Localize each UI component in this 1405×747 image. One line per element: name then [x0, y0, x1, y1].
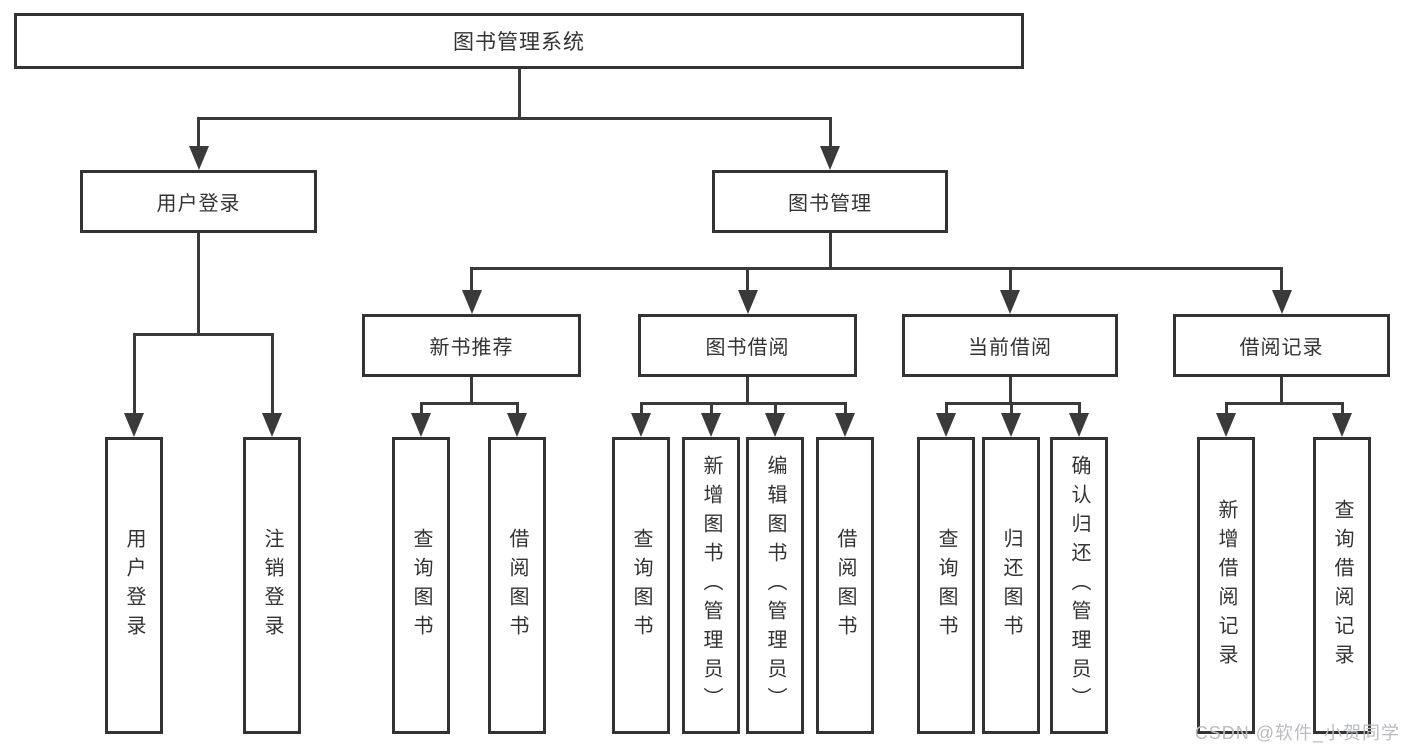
arrow-down-icon — [820, 146, 840, 170]
leaf-query-books-current: 查询图书 — [917, 437, 975, 734]
connector-stem-leaf — [773, 402, 777, 415]
connector-book-mgmt-bar — [470, 267, 1283, 270]
arrow-down-icon — [262, 413, 282, 437]
node-book-borrowing: 图书借阅 — [638, 314, 857, 377]
arrow-down-icon — [765, 413, 785, 437]
arrow-down-icon — [835, 413, 855, 437]
node-book-management: 图书管理 — [712, 170, 948, 233]
leaf-query-books-recommend: 查询图书 — [392, 437, 450, 734]
arrow-down-icon — [1069, 413, 1089, 437]
connector-user-login-trunk — [197, 233, 200, 336]
connector-recommend-trunk — [470, 377, 473, 404]
arrow-down-icon — [411, 413, 431, 437]
leaf-confirm-return-admin-label: 确认归还（管理员） — [1068, 455, 1090, 716]
leaf-edit-book-admin-label: 编辑图书（管理员） — [764, 455, 786, 716]
leaf-borrow-books-recommend: 借阅图书 — [488, 437, 546, 734]
leaf-borrow-books-recommend-label: 借阅图书 — [506, 527, 528, 644]
connector-stem-module — [470, 267, 473, 293]
node-borrowing-records: 借阅记录 — [1173, 314, 1390, 377]
connector-stem-leaf — [132, 333, 136, 415]
leaf-query-books-recommend-label: 查询图书 — [410, 527, 432, 644]
connector-stem-module — [1280, 267, 1283, 293]
connector-stem-leaf — [639, 402, 643, 415]
arrow-down-icon — [1332, 413, 1352, 437]
leaf-query-books-borrowing-label: 查询图书 — [630, 527, 652, 644]
leaf-query-borrow-record: 查询借阅记录 — [1313, 437, 1371, 734]
connector-recommend-bar — [419, 402, 519, 405]
node-library-system: 图书管理系统 — [14, 13, 1024, 69]
arrow-down-icon — [188, 146, 209, 170]
node-new-book-recommendation: 新书推荐 — [362, 314, 581, 377]
connector-stem-leaf — [843, 402, 847, 415]
node-current-borrowing: 当前借阅 — [902, 314, 1118, 377]
leaf-query-books-borrowing: 查询图书 — [612, 437, 670, 734]
leaf-confirm-return-admin: 确认归还（管理员） — [1050, 437, 1108, 734]
leaf-user-login: 用户登录 — [105, 437, 163, 734]
connector-book-mgmt-trunk — [828, 233, 832, 270]
csdn-watermark: CSDN @软件_小贺同学 — [1194, 723, 1400, 743]
arrow-down-icon — [1271, 290, 1292, 314]
leaf-query-borrow-record-label: 查询借阅记录 — [1331, 498, 1353, 673]
leaf-return-books-label: 归还图书 — [1000, 527, 1022, 644]
connector-root-bar — [197, 117, 832, 120]
leaf-borrow-books-borrowing-label: 借阅图书 — [834, 527, 856, 644]
arrow-down-icon — [1001, 413, 1021, 437]
connector-stem-leaf — [515, 402, 519, 415]
arrow-down-icon — [507, 413, 527, 437]
arrow-down-icon — [936, 413, 956, 437]
connector-stem-book-mgmt — [828, 117, 832, 149]
connector-stem-leaf — [1009, 402, 1013, 415]
leaf-logout-login-label: 注销登录 — [261, 527, 283, 644]
connector-stem-leaf — [419, 402, 423, 415]
leaf-add-borrow-record-label: 新增借阅记录 — [1215, 498, 1237, 673]
connector-current-bar — [944, 402, 1081, 405]
leaf-query-books-current-label: 查询图书 — [935, 527, 957, 644]
leaf-add-book-admin: 新增图书（管理员） — [682, 437, 740, 734]
connector-stem-leaf — [944, 402, 948, 415]
connector-stem-leaf — [1077, 402, 1081, 415]
connector-stem-leaf — [270, 333, 274, 415]
connector-records-trunk — [1280, 377, 1283, 404]
leaf-return-books: 归还图书 — [982, 437, 1040, 734]
leaf-logout-login: 注销登录 — [243, 437, 301, 734]
leaf-edit-book-admin: 编辑图书（管理员） — [746, 437, 804, 734]
leaf-add-borrow-record: 新增借阅记录 — [1197, 437, 1255, 734]
connector-stem-leaf — [1340, 402, 1344, 415]
connector-user-login-bar — [132, 333, 274, 336]
node-user-login: 用户登录 — [80, 170, 317, 233]
arrow-down-icon — [737, 290, 758, 314]
arrow-down-icon — [1216, 413, 1236, 437]
connector-root-trunk — [517, 69, 521, 120]
connector-current-trunk — [1008, 377, 1012, 404]
connector-borrowing-bar — [639, 402, 847, 405]
arrow-down-icon — [461, 290, 482, 314]
connector-records-bar — [1224, 402, 1344, 405]
leaf-borrow-books-borrowing: 借阅图书 — [816, 437, 874, 734]
connector-borrowing-trunk — [746, 377, 749, 404]
leaf-add-book-admin-label: 新增图书（管理员） — [700, 455, 722, 716]
connector-stem-module — [746, 267, 749, 293]
connector-stem-leaf — [1224, 402, 1228, 415]
arrow-down-icon — [1000, 290, 1020, 314]
arrow-down-icon — [701, 413, 721, 437]
connector-stem-user-login — [197, 117, 200, 149]
arrow-down-icon — [124, 413, 144, 437]
leaf-user-login-label: 用户登录 — [123, 527, 145, 644]
connector-stem-module — [1008, 267, 1012, 293]
connector-stem-leaf — [709, 402, 713, 415]
arrow-down-icon — [631, 413, 651, 437]
